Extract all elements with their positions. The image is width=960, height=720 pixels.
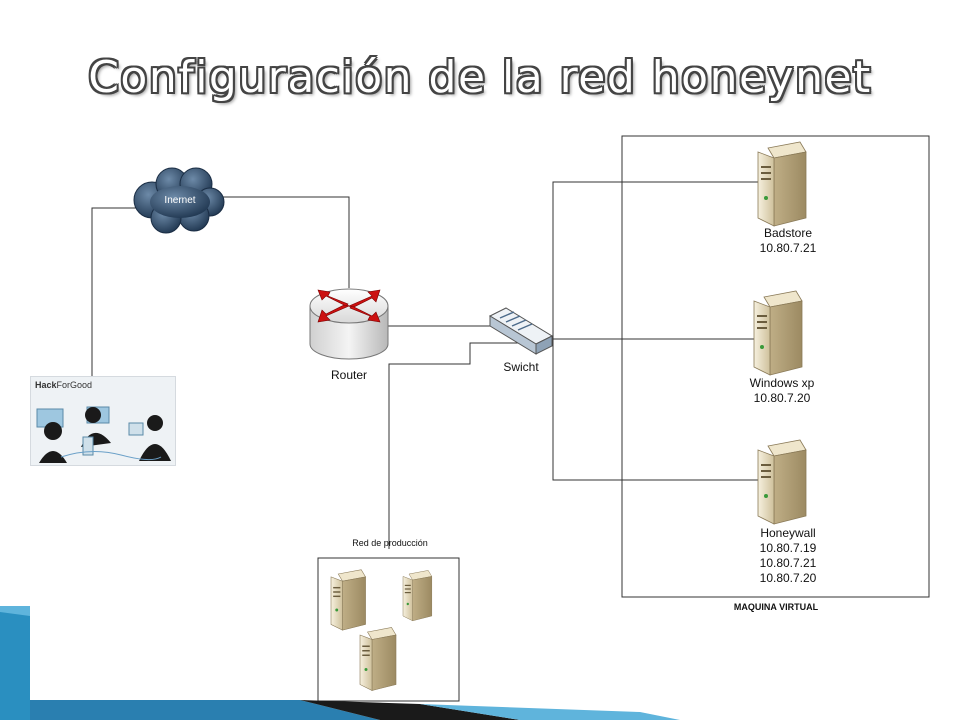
badstore-ip: 10.80.7.21 — [759, 241, 817, 255]
connection-lines — [91, 181, 790, 549]
windows-ip: 10.80.7.20 — [753, 391, 811, 405]
honeywall-ip: 10.80.7.20 — [759, 571, 817, 585]
virtual-machine-box — [621, 135, 930, 598]
server-icon — [757, 141, 807, 227]
hackforgood-logo: HackForGood — [35, 380, 93, 390]
server-icon — [402, 570, 433, 622]
internet-label: Inernet — [164, 195, 196, 206]
server-icon — [757, 439, 807, 525]
production-network-box — [317, 557, 460, 702]
cloud-icon — [133, 167, 225, 234]
router-icon — [309, 288, 389, 360]
honeywall-label: Honeywall — [760, 526, 816, 540]
server-icon — [330, 569, 366, 631]
server-icon — [359, 627, 397, 691]
attacker-image: HackForGood — [30, 376, 176, 466]
windows-label: Windows xp — [749, 376, 815, 390]
switch-icon — [488, 307, 554, 355]
virtual-machine-label: MAQUINA VIRTUAL — [733, 602, 819, 612]
production-network-label: Red de producción — [352, 538, 428, 548]
switch-label: Swicht — [503, 360, 539, 374]
slide-accent-decoration — [0, 606, 680, 720]
honeywall-ip: 10.80.7.21 — [759, 556, 817, 570]
slide-title: Configuración de la red honeynet — [88, 52, 872, 103]
badstore-label: Badstore — [763, 226, 813, 240]
server-icon — [753, 290, 803, 376]
honeywall-ip: 10.80.7.19 — [759, 541, 817, 555]
router-label: Router — [330, 368, 368, 382]
hackers-icon — [36, 406, 171, 463]
